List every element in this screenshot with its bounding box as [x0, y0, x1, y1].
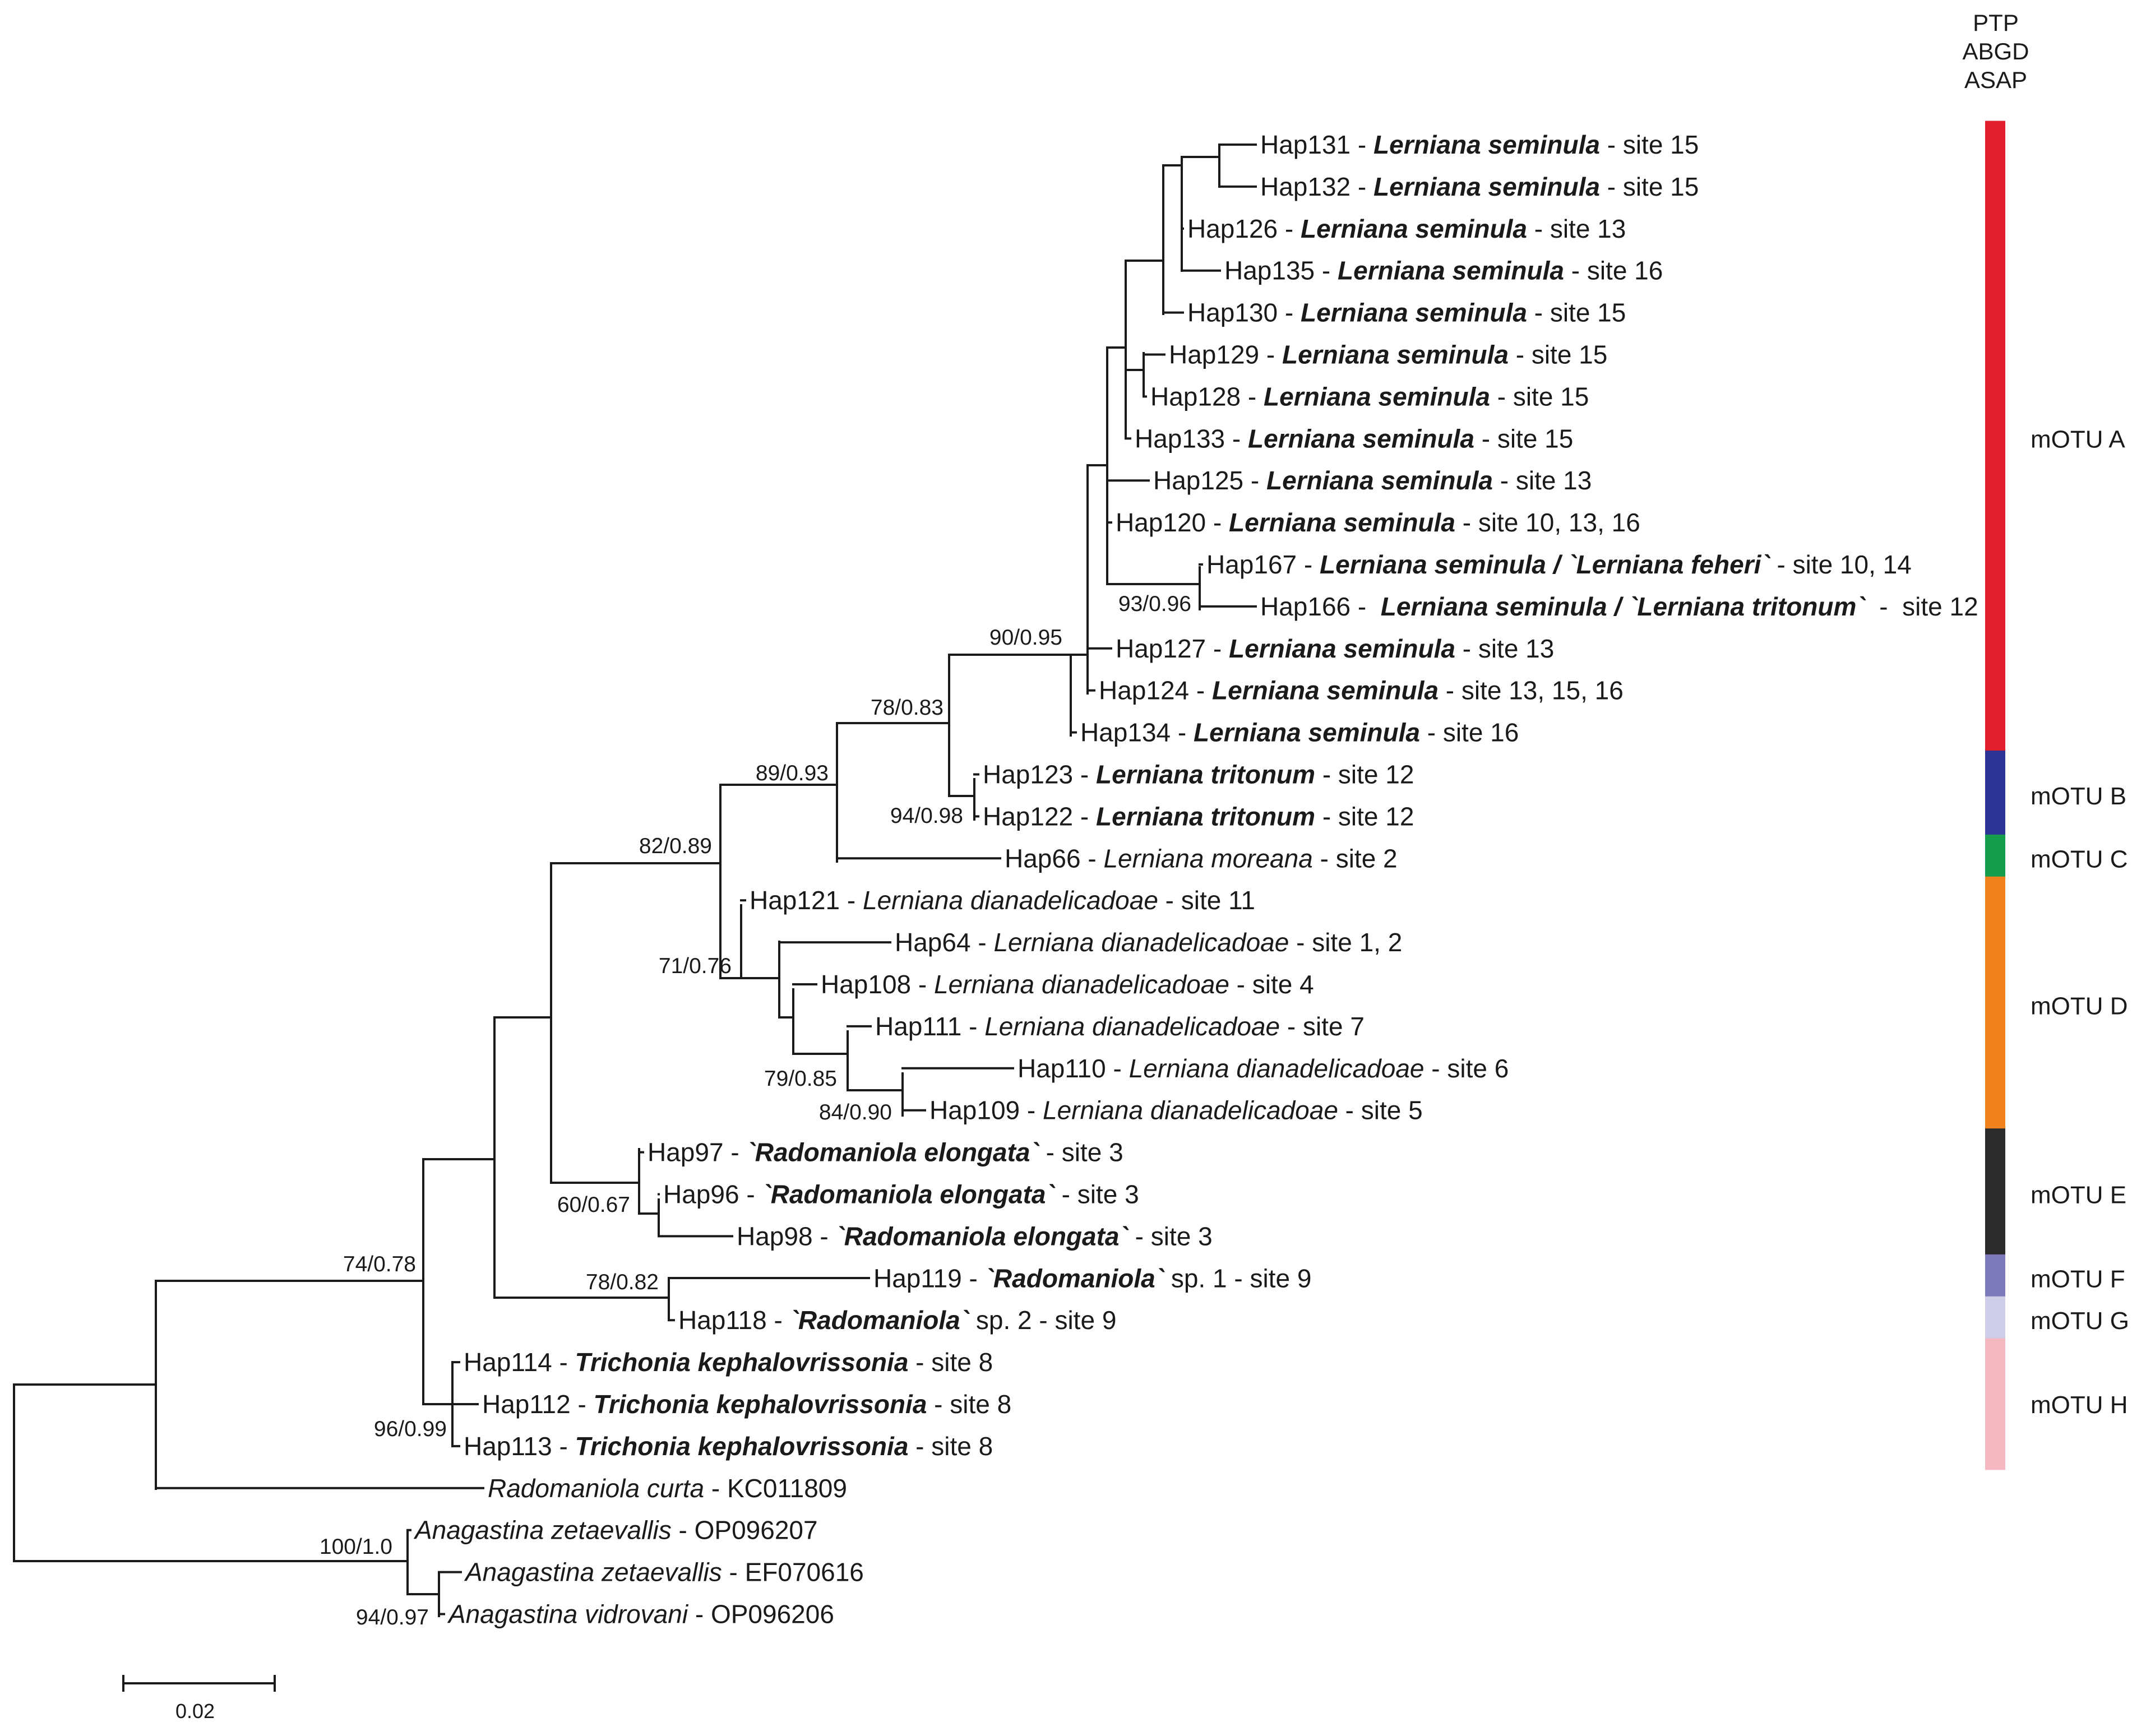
tip-label: Hap135 - Lerniana seminula - site 16 — [1224, 256, 1663, 285]
column-header-ptp: PTP — [1973, 10, 2019, 36]
support-values: 90/0.95 93/0.96 78/0.83 94/0.98 89/0.93 … — [320, 592, 1191, 1629]
support-label: 94/0.97 — [356, 1605, 429, 1629]
tip-label: Hap129 - Lerniana seminula - site 15 — [1169, 340, 1607, 369]
motu-label: mOTU D — [2031, 992, 2128, 1020]
support-label: 78/0.82 — [586, 1270, 659, 1294]
tip-label: Hap132 - Lerniana seminula - site 15 — [1260, 172, 1699, 201]
tip-label: Hap119 - `Radomaniola` sp. 1 - site 9 — [873, 1263, 1311, 1293]
tip-label: Anagastina vidrovani - OP096206 — [447, 1600, 834, 1629]
tip-label: Hap110 - Lerniana dianadelicadoae - site… — [1017, 1054, 1509, 1083]
tip-label: Hap114 - Trichonia kephalovrissonia - si… — [464, 1348, 993, 1377]
motu-bar — [1985, 1296, 2005, 1344]
tip-label: Hap123 - Lerniana tritonum - site 12 — [983, 760, 1414, 789]
support-label: 89/0.93 — [756, 761, 829, 785]
tip-labels: Hap131 - Lerniana seminula - site 15 Hap1… — [413, 130, 1978, 1629]
tip-label: Radomaniola curta - KC011809 — [488, 1474, 847, 1503]
tip-label: Hap134 - Lerniana seminula - site 16 — [1080, 718, 1519, 747]
tip-label: Hap120 - Lerniana seminula - site 10, 13… — [1116, 508, 1640, 537]
motu-label: mOTU C — [2031, 845, 2128, 873]
motu-label: mOTU G — [2031, 1307, 2129, 1335]
tip-label: Hap124 - Lerniana seminula - site 13, 15… — [1099, 676, 1624, 705]
support-label: 79/0.85 — [764, 1067, 837, 1091]
tip-label: Hap131 - Lerniana seminula - site 15 — [1260, 130, 1699, 159]
tip-label: Hap126 - Lerniana seminula - site 13 — [1187, 214, 1626, 243]
motu-bar — [1985, 834, 2005, 882]
motu-label: mOTU B — [2031, 783, 2126, 810]
support-label: 84/0.90 — [819, 1100, 892, 1124]
tip-label: Hap96 - `Radomaniola elongata` - site 3 — [663, 1180, 1139, 1209]
tip-label: Hap112 - Trichonia kephalovrissonia - si… — [482, 1390, 1011, 1419]
motu-bar — [1985, 751, 2005, 840]
support-label: 93/0.96 — [1118, 592, 1191, 616]
tip-label: Hap118 - `Radomaniola` sp. 2 - site 9 — [678, 1306, 1116, 1335]
tip-label: Hap113 - Trichonia kephalovrissonia - si… — [464, 1432, 993, 1461]
scale-bar-label: 0.02 — [175, 1700, 215, 1723]
tip-label: Hap128 - Lerniana seminula - site 15 — [1150, 382, 1589, 411]
motu-bar — [1985, 1338, 2005, 1470]
tip-label: Hap108 - Lerniana dianadelicadoae - site… — [821, 970, 1314, 999]
tip-label: Anagastina zetaevallis - OP096207 — [413, 1516, 818, 1545]
tip-label: Anagastina zetaevallis - EF070616 — [464, 1558, 864, 1587]
motu-bar — [1985, 121, 2005, 757]
motu-label: mOTU F — [2031, 1265, 2125, 1293]
support-label: 100/1.0 — [320, 1535, 392, 1559]
delimitation-column: PTP ABGD ASAP mOTU A mOTU B mOTU C mOTU D mO… — [1962, 10, 2129, 1470]
tip-label: Hap130 - Lerniana seminula - site 15 — [1187, 298, 1626, 327]
tip-label: Hap97 - `Radomaniola elongata` - site 3 — [647, 1138, 1123, 1167]
support-label: 90/0.95 — [989, 626, 1062, 650]
tip-label: Hap121 - Lerniana dianadelicadoae - site… — [750, 886, 1255, 915]
tip-label: Hap64 - Lerniana dianadelicadoae - site … — [895, 928, 1402, 957]
tip-label: Hap111 - Lerniana dianadelicadoae - site… — [875, 1012, 1365, 1041]
motu-label: mOTU H — [2031, 1391, 2128, 1419]
support-label: 60/0.67 — [557, 1193, 630, 1217]
support-label: 71/0.76 — [659, 954, 732, 978]
motu-bar — [1985, 876, 2005, 1135]
tree-branches — [13, 143, 1257, 1617]
scale-bar: 0.02 — [122, 1675, 276, 1723]
tip-label: Hap122 - Lerniana tritonum - site 12 — [983, 802, 1414, 831]
motu-label: mOTU A — [2031, 425, 2125, 453]
support-label: 94/0.98 — [890, 804, 963, 828]
tip-label: Hap66 - Lerniana moreana - site 2 — [1005, 844, 1398, 873]
tip-label: Hap166 - Lerniana seminula / `Lerniana t… — [1260, 592, 1978, 621]
tip-label: Hap133 - Lerniana seminula - site 15 — [1135, 424, 1573, 453]
motu-label: mOTU E — [2031, 1182, 2126, 1209]
column-header-asap: ASAP — [1964, 67, 2027, 93]
tip-label: Hap127 - Lerniana seminula - site 13 — [1116, 634, 1554, 663]
support-label: 74/0.78 — [343, 1252, 416, 1276]
motu-bar — [1985, 1254, 2005, 1302]
tip-label: Hap125 - Lerniana seminula - site 13 — [1153, 466, 1592, 495]
tip-label: Hap109 - Lerniana dianadelicadoae - site… — [929, 1096, 1423, 1125]
tip-label: Hap167 - Lerniana seminula / `Lerniana f… — [1206, 550, 1912, 579]
column-header-abgd: ABGD — [1962, 38, 2029, 64]
support-label: 82/0.89 — [639, 834, 712, 858]
motu-bar — [1985, 1128, 2005, 1260]
support-label: 78/0.83 — [871, 696, 943, 720]
tip-label: Hap98 - `Radomaniola elongata` - site 3 — [737, 1221, 1213, 1251]
support-label: 96/0.99 — [374, 1417, 447, 1441]
